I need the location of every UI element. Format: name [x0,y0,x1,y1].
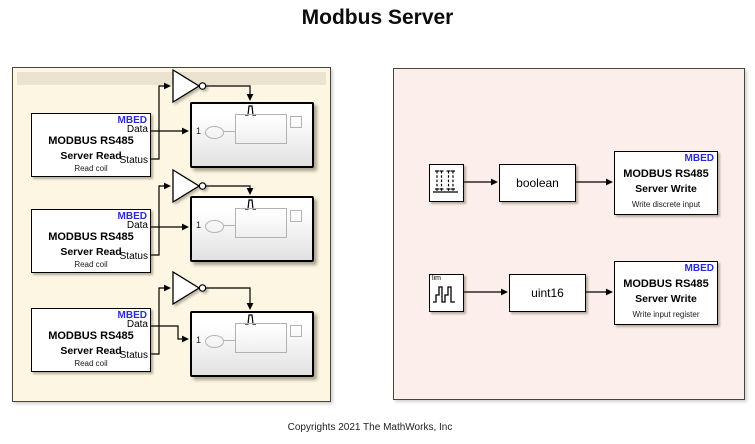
status-port-label: Status [119,350,148,361]
inport-number: 1 [196,335,202,345]
not-triangle-icon [172,69,201,103]
model-title: Modbus Server [301,6,454,29]
mask-label: Write input register [632,310,700,319]
mbed-tag: MBED [684,263,714,274]
inport-preview-icon [205,220,224,233]
server-write-area[interactable]: boolean MBED MODBUS RS485 Server Write W… [393,68,745,400]
arrowhead [246,188,254,195]
mbed-tag: MBED [117,211,147,222]
wire-trigger-1[interactable] [206,85,251,94]
status-port-label: Status [119,251,148,262]
block-title: MODBUS RS485 [48,231,134,243]
block-title: MODBUS RS485 [623,278,709,290]
conversion-type-label: boolean [516,176,559,190]
not-gate-2[interactable] [172,169,212,203]
arrowhead [491,178,498,186]
preview-wire [223,340,235,341]
trigger-pulse-icon [245,199,256,210]
not-bubble-icon [198,82,207,90]
small-block-preview-icon [290,325,302,337]
triggered-subsystem-3[interactable]: 1 [190,311,314,377]
arrowhead [246,303,254,310]
wire-status-1[interactable] [149,85,164,160]
modbus-server-read-block-1[interactable]: MBED Data MODBUS RS485 Server Read Statu… [31,113,151,177]
block-subtitle: Server Read [60,150,122,162]
not-gate-3[interactable] [172,271,212,305]
block-preview-icon [235,208,287,238]
server-read-area[interactable]: MBED Data MODBUS RS485 Server Read Statu… [12,67,331,402]
block-title: MODBUS RS485 [48,135,134,147]
mbed-tag: MBED [117,115,147,126]
right-panel-wires [461,178,613,296]
arrowhead [501,288,508,296]
not-bubble-icon [198,284,207,292]
block-title: MODBUS RS485 [48,330,134,342]
modbus-server-write-block-1[interactable]: MBED MODBUS RS485 Server Write Write dis… [614,151,718,215]
arrowhead [606,288,613,296]
arrowhead [246,94,254,101]
mbed-tag: MBED [684,153,714,164]
small-block-preview-icon [290,210,302,222]
data-port-label: Data [126,220,148,231]
data-type-conversion-uint16[interactable]: uint16 [509,274,586,312]
trigger-pulse-icon [245,314,256,325]
stem-plot-icon [433,170,458,193]
wire-data-3[interactable] [149,325,183,340]
triggered-subsystem-2[interactable]: 1 [190,196,314,262]
block-subtitle: Server Write [635,183,697,195]
counter-limited-source-block[interactable]: lim [429,274,464,312]
conversion-type-label: uint16 [531,286,564,300]
read-area-header-strip [17,72,326,85]
trigger-pulse-icon [245,105,256,116]
wire-trigger-3[interactable] [206,287,251,303]
counter-lim-label: lim [432,275,441,282]
wire-trigger-2[interactable] [206,185,251,188]
preview-wire [223,225,235,226]
copyright-note: Copyrights 2021 The MathWorks, Inc [287,422,453,433]
not-bubble-icon [198,182,207,190]
block-subtitle: Server Write [635,293,697,305]
modbus-server-read-block-2[interactable]: MBED Data MODBUS RS485 Server Read Statu… [31,209,151,273]
preview-wire [223,131,235,132]
block-subtitle: Server Read [60,345,122,357]
inport-preview-icon [205,126,224,139]
data-type-conversion-boolean[interactable]: boolean [499,164,576,202]
modbus-server-write-block-2[interactable]: MBED MODBUS RS485 Server Write Write inp… [614,261,718,325]
wire-status-3[interactable] [149,287,164,355]
mbed-tag: MBED [117,310,147,321]
arrowhead [182,127,189,135]
not-gate-1[interactable] [172,69,212,103]
discrete-pulse-source-block[interactable] [429,164,464,202]
arrowhead [182,335,189,343]
not-triangle-icon [172,271,201,305]
block-preview-icon [235,114,287,144]
status-port-label: Status [119,155,148,166]
inport-number: 1 [196,126,202,136]
modbus-server-read-block-3[interactable]: MBED Data MODBUS RS485 Server Read Statu… [31,308,151,372]
arrowhead [182,223,189,231]
inport-number: 1 [196,220,202,230]
mask-label: Read coil [74,260,108,269]
arrowhead [164,284,171,292]
wire-status-2[interactable] [149,185,164,256]
arrowhead [606,178,613,186]
block-subtitle: Server Read [60,246,122,258]
arrowhead [164,182,171,190]
mask-label: Read coil [74,164,108,173]
mask-label: Read coil [74,359,108,368]
block-title: MODBUS RS485 [623,168,709,180]
inport-preview-icon [205,335,224,348]
data-port-label: Data [126,124,148,135]
mask-label: Write discrete input [631,200,701,209]
data-port-label: Data [126,319,148,330]
block-preview-icon [235,323,287,353]
small-block-preview-icon [290,116,302,128]
triggered-subsystem-1[interactable]: 1 [190,102,314,168]
not-triangle-icon [172,169,201,203]
staircase-wave-icon [433,286,455,303]
